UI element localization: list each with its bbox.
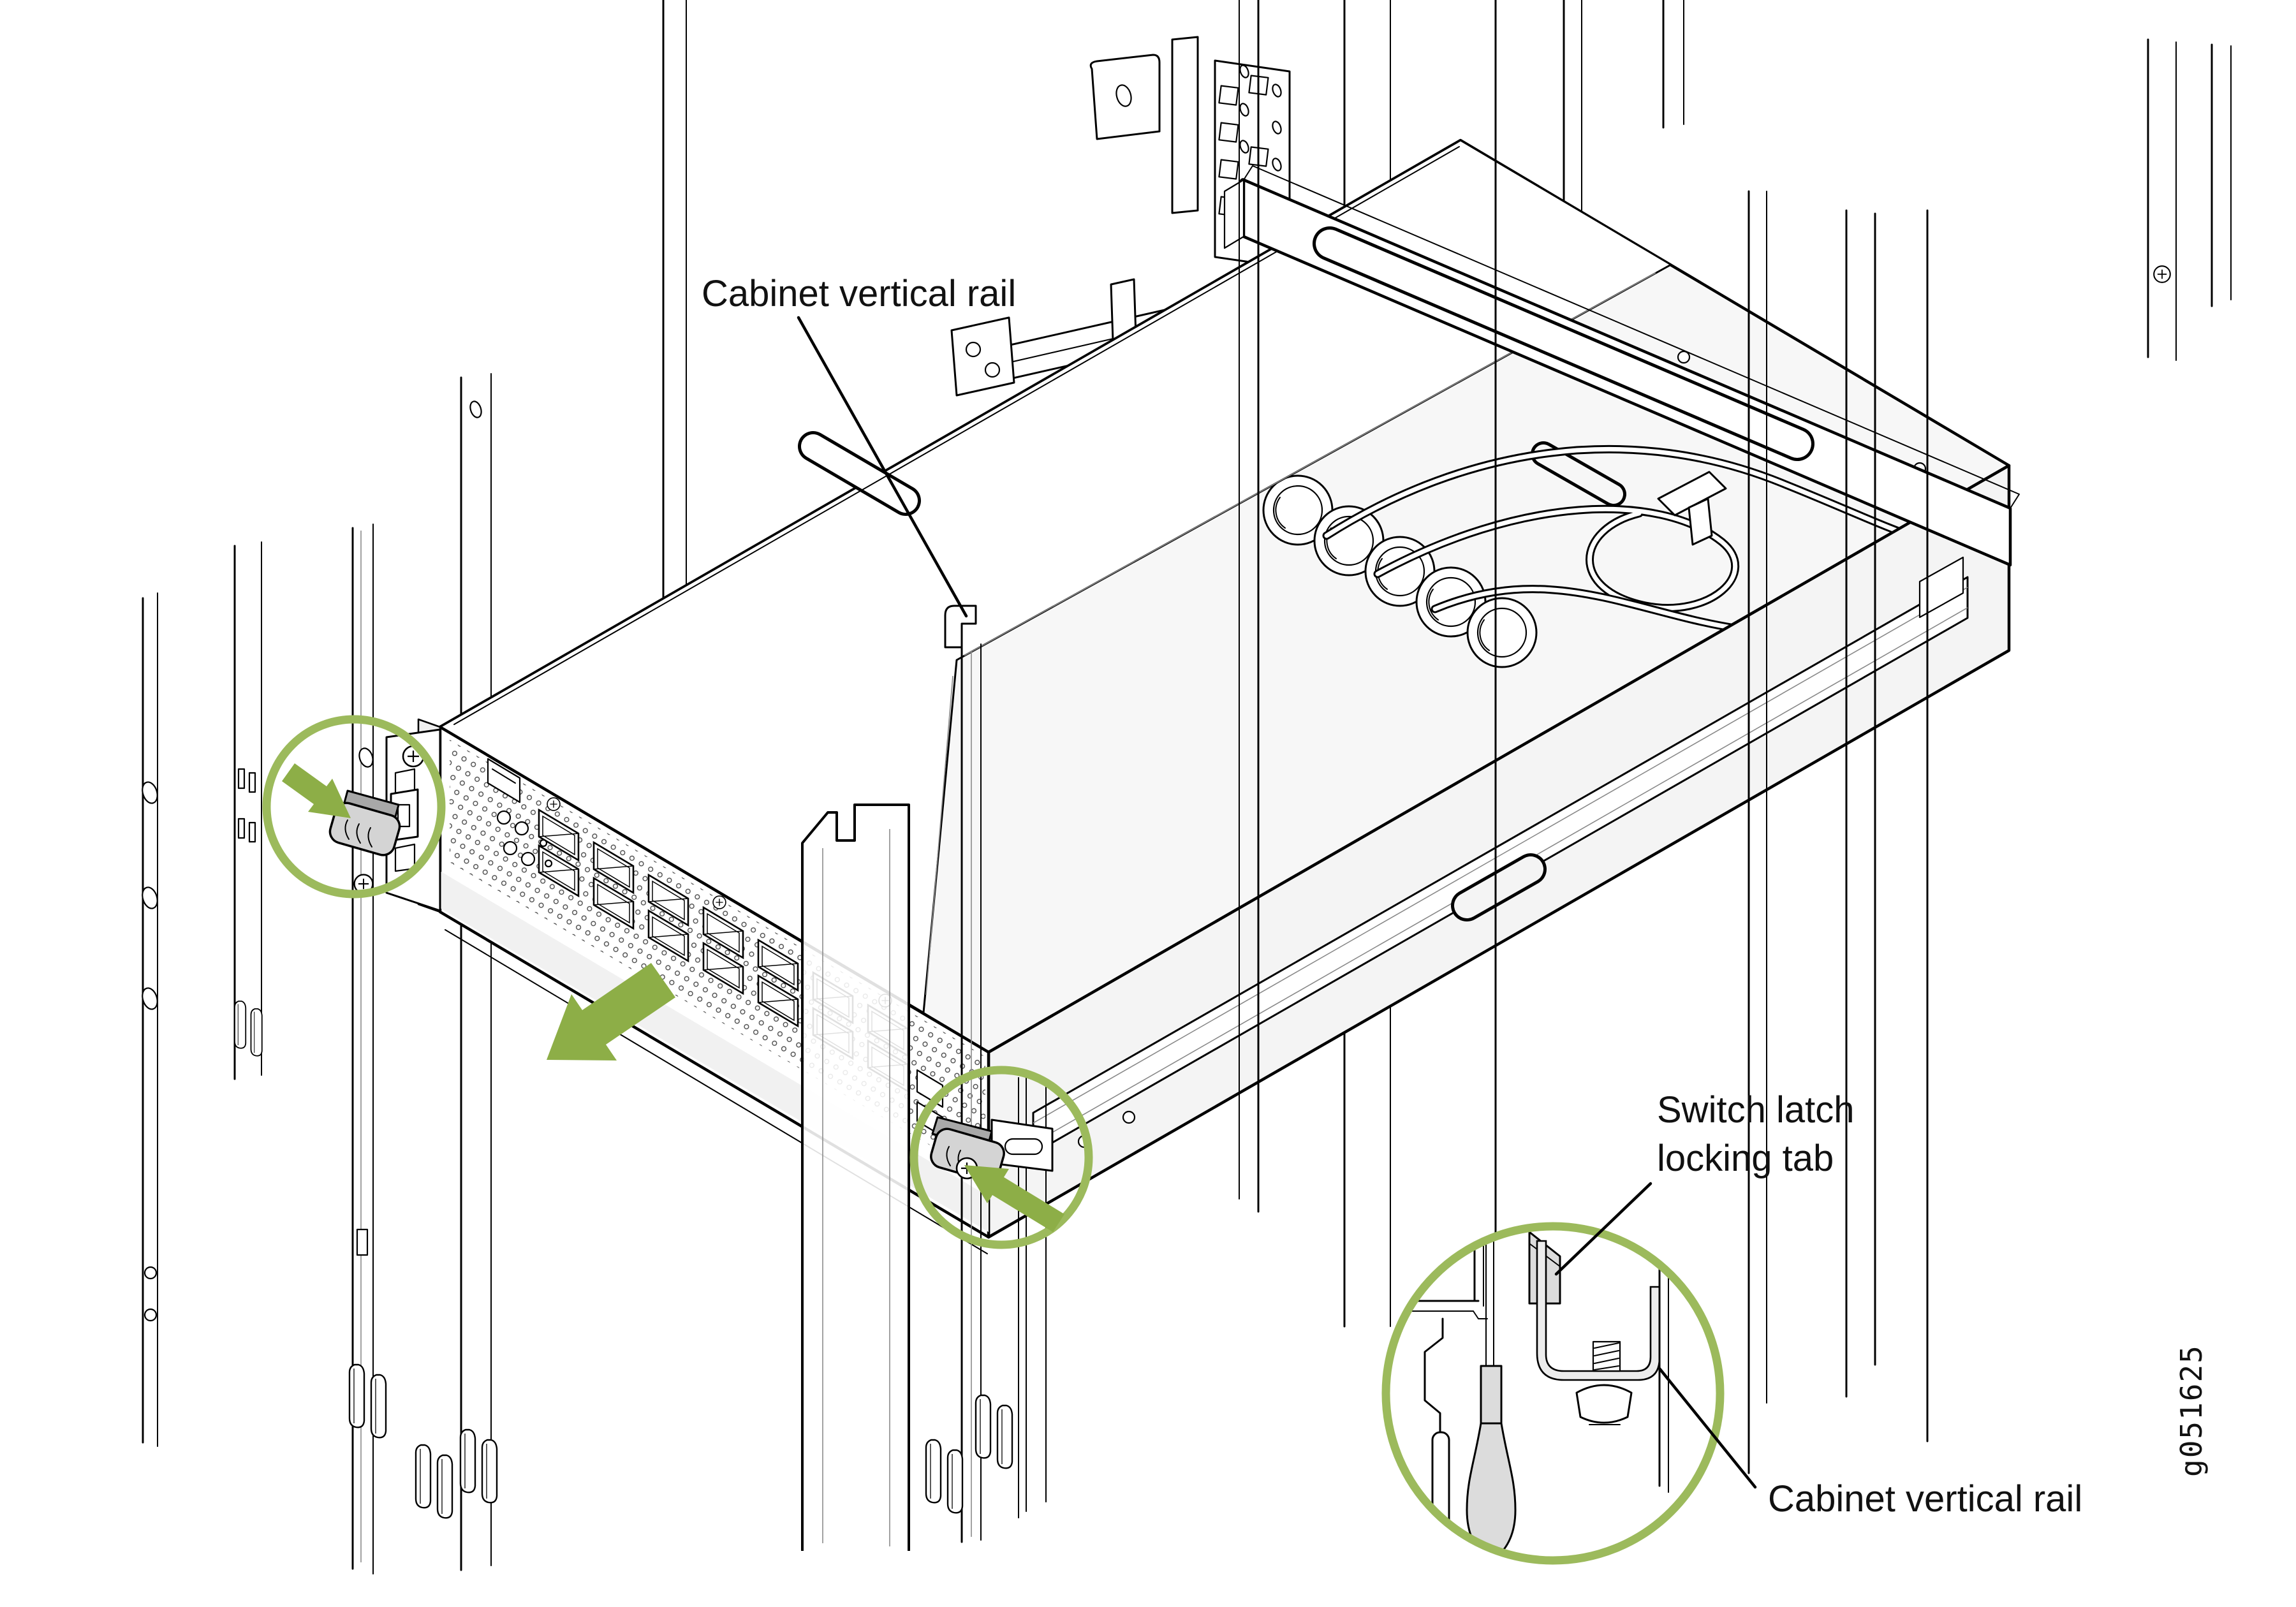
cabinet-vertical-rail-bracket bbox=[1536, 1240, 1661, 1381]
cabinet-vertical-rail-front-duct bbox=[801, 804, 910, 1551]
rack-post-square-holes bbox=[1089, 36, 1291, 269]
left-latch-highlight-circle bbox=[262, 715, 446, 899]
slide-direction-arrow-icon bbox=[547, 963, 675, 1060]
chassis-top-cover bbox=[439, 139, 1672, 1014]
label-switch-latch-line1: Switch latch bbox=[1657, 1089, 1854, 1131]
label-cabinet-vertical-rail-bottom: Cabinet vertical rail bbox=[1768, 1478, 2082, 1520]
cabinet-vertical-rails-front bbox=[801, 0, 1929, 1551]
label-switch-latch-line2: locking tab bbox=[1657, 1138, 1834, 1179]
left-latch-arrow-icon bbox=[282, 763, 351, 818]
switch-chassis bbox=[353, 138, 2011, 1254]
console-port bbox=[487, 758, 521, 804]
callout-leaders bbox=[797, 316, 1757, 1489]
detail-view-ring bbox=[1381, 1222, 1725, 1565]
leader-cabinet-rail-top bbox=[797, 316, 968, 618]
leader-switch-latch bbox=[1554, 1182, 1652, 1276]
right-latch-arrow-icon bbox=[964, 1165, 1064, 1232]
cabinet-vertical-rail-target bbox=[944, 605, 982, 1543]
management-connectors bbox=[496, 810, 553, 868]
cable-clamp bbox=[1657, 471, 1727, 517]
cabinet-rack-posts-background bbox=[142, 0, 2232, 1574]
detail-view-content bbox=[1386, 1226, 1669, 1559]
latch-detail-view bbox=[1381, 1222, 1725, 1565]
label-cabinet-vertical-rail-top: Cabinet vertical rail bbox=[702, 273, 1016, 314]
chassis-open-tray bbox=[1262, 350, 1988, 668]
figure-id: g051625 bbox=[2174, 1344, 2209, 1477]
leader-cabinet-rail-bottom bbox=[1658, 1367, 1757, 1489]
right-latch-highlight-circle bbox=[909, 1066, 1093, 1249]
